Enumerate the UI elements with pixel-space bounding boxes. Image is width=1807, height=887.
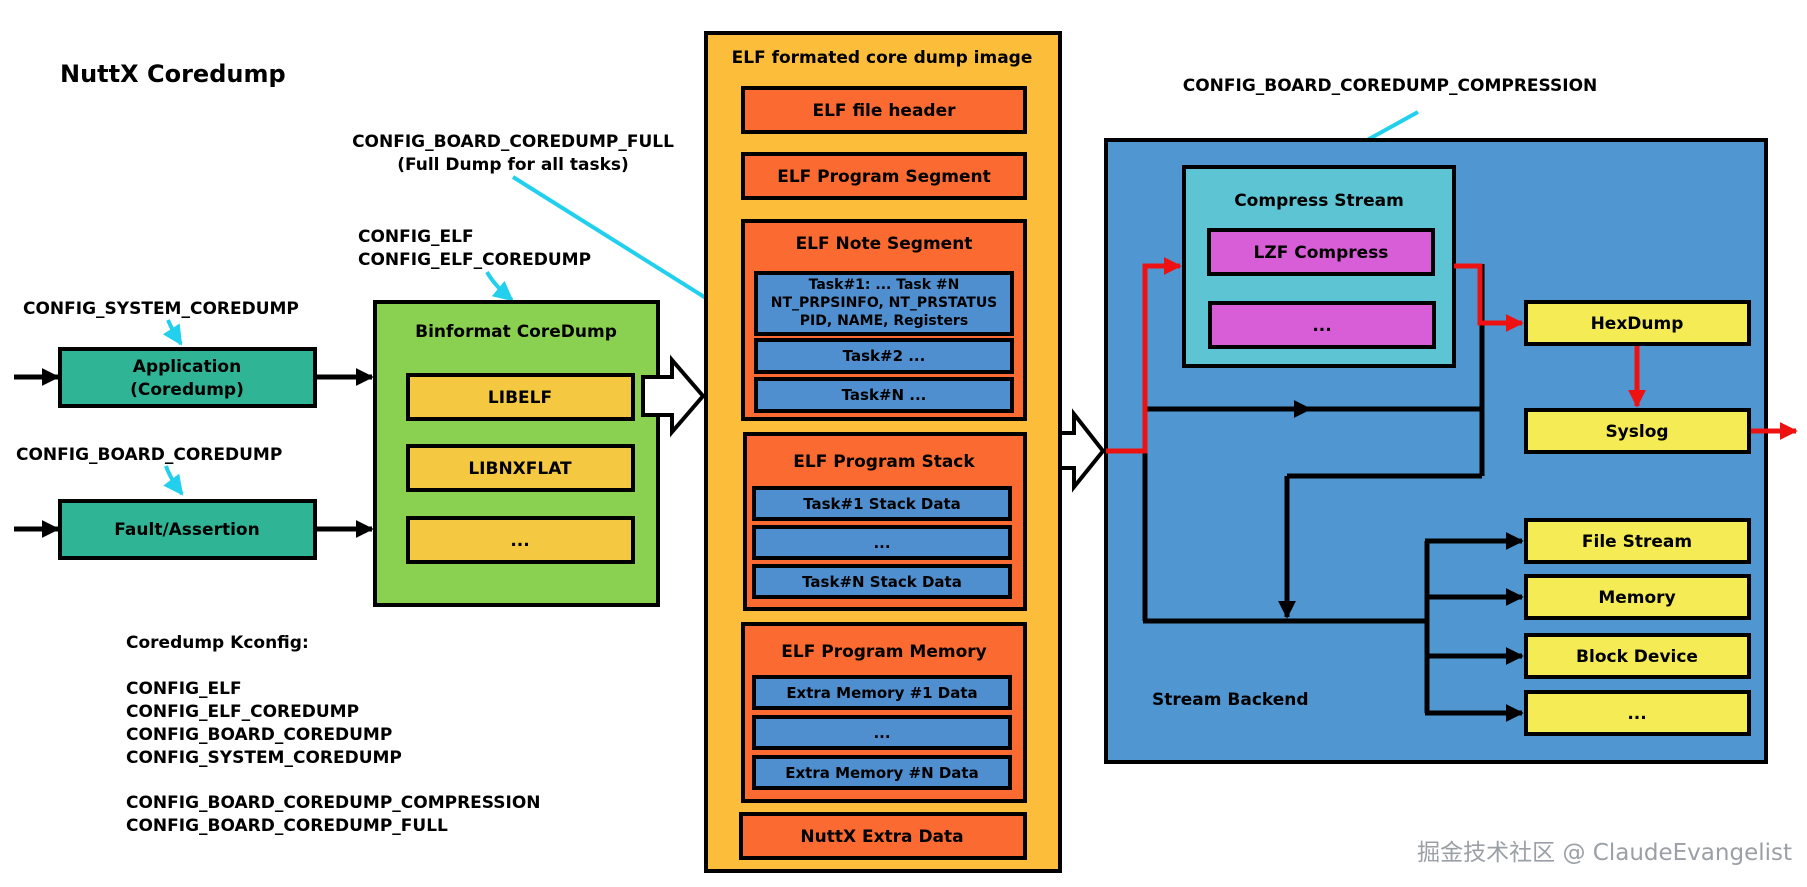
stack-item-1-label: Task#1 Stack Data — [803, 495, 961, 513]
elf-note-segment-title: ELF Note Segment — [796, 234, 973, 254]
block-device-label: Block Device — [1576, 647, 1698, 667]
compress-stream-title: Compress Stream — [1234, 191, 1404, 211]
config-coredump-full-note: (Full Dump for all tasks) — [397, 155, 629, 175]
kconfig-title: Coredump Kconfig: — [126, 633, 309, 653]
kconfig-item-2: CONFIG_ELF_COREDUMP — [126, 702, 359, 722]
fault-assertion-box: Fault/Assertion — [58, 499, 317, 560]
elf-program-segment-label: ELF Program Segment — [777, 167, 991, 187]
memory-item-3-label: Extra Memory #N Data — [785, 764, 978, 782]
file-stream-box[interactable] — [1524, 518, 1751, 564]
binformat-title: Binformat CoreDump — [415, 322, 617, 342]
elf-image-title: ELF formated core dump image — [732, 48, 1033, 68]
elf-image-box: ELF formated core dump image ELF file he… — [704, 31, 1062, 873]
elf-program-segment-box — [741, 152, 1027, 200]
elf-program-memory-title: ELF Program Memory — [781, 642, 986, 662]
note-task1-line1: Task#1: ... Task #N — [809, 277, 960, 293]
block-device-box[interactable] — [1524, 633, 1751, 679]
config-board-coredump-label: CONFIG_BOARD_COREDUMP — [16, 445, 282, 465]
input-arrows — [14, 368, 374, 538]
stack-item-3-label: Task#N Stack Data — [802, 573, 962, 591]
cyan-arrow-full — [511, 175, 743, 322]
libelf-box — [406, 373, 635, 421]
kconfig-list: Coredump Kconfig: CONFIG_ELF CONFIG_ELF_… — [126, 633, 541, 836]
memory-item-2-label: ... — [873, 724, 890, 742]
config-coredump-full-label: CONFIG_BOARD_COREDUMP_FULL — [352, 132, 674, 152]
stack-item-1-box — [752, 486, 1012, 521]
hexdump-label: HexDump — [1591, 314, 1684, 334]
syslog-label: Syslog — [1605, 422, 1668, 442]
cyan-arrow-elf — [485, 271, 514, 302]
stack-item-2-box — [752, 525, 1012, 560]
config-elf-coredump-label: CONFIG_ELF_COREDUMP — [358, 250, 591, 270]
fault-assertion-label: Fault/Assertion — [114, 520, 259, 540]
config-elf-label: CONFIG_ELF — [358, 227, 474, 247]
red-flow-lines — [1106, 257, 1798, 454]
red-arrow-to-compress — [1106, 257, 1182, 454]
cyan-arrow-board — [163, 465, 184, 496]
kconfig-item-3: CONFIG_BOARD_COREDUMP — [126, 725, 392, 745]
memory-item-1-box — [752, 675, 1012, 710]
stream-flow-lines — [1142, 264, 1524, 722]
diagram-title: NuttX Coredump — [60, 60, 286, 88]
compress-more-label: ... — [1312, 316, 1331, 336]
libnxflat-label: LIBNXFLAT — [468, 459, 572, 479]
hexdump-box — [1524, 300, 1751, 346]
kconfig-item-1: CONFIG_ELF — [126, 679, 242, 699]
lzf-compress-label: LZF Compress — [1254, 243, 1389, 263]
config-system-coredump-label: CONFIG_SYSTEM_COREDUMP — [23, 299, 299, 319]
watermark-text: 掘金技术社区 @ ClaudeEvangelist — [1417, 840, 1792, 866]
binformat-more-box — [406, 516, 635, 564]
stream-backend-box: Stream Backend Compress Stream LZF Compr… — [1104, 138, 1768, 764]
note-task2-box — [754, 338, 1014, 374]
note-taskn-label: Task#N ... — [842, 386, 927, 404]
kconfig-item-6: CONFIG_BOARD_COREDUMP_FULL — [126, 816, 448, 836]
note-task1-box — [754, 271, 1014, 336]
note-task2-label: Task#2 ... — [843, 347, 926, 365]
nuttx-extra-data-label: NuttX Extra Data — [800, 827, 963, 847]
libelf-label: LIBELF — [488, 388, 552, 408]
memory-item-1-label: Extra Memory #1 Data — [786, 684, 977, 702]
lzf-compress-box — [1207, 228, 1435, 276]
note-task1-line3: PID, NAME, Registers — [800, 313, 968, 329]
stream-backend-title: Stream Backend — [1152, 690, 1309, 710]
application-label-line1: Application — [133, 357, 241, 377]
binformat-more-label: ... — [510, 531, 529, 551]
kconfig-item-4: CONFIG_SYSTEM_COREDUMP — [126, 748, 402, 768]
syslog-box — [1524, 408, 1751, 454]
memory-label: Memory — [1598, 588, 1675, 608]
stack-item-3-box — [752, 564, 1012, 599]
cyan-arrow-system — [162, 319, 183, 346]
compress-more-box — [1208, 301, 1436, 349]
elf-file-header-box — [741, 86, 1027, 134]
nuttx-extra-data-box — [739, 812, 1027, 860]
memory-item-2-box — [752, 715, 1012, 750]
kconfig-item-5: CONFIG_BOARD_COREDUMP_COMPRESSION — [126, 793, 541, 813]
memory-item-3-box — [752, 755, 1012, 790]
libnxflat-box — [406, 444, 635, 492]
note-task1-line2: NT_PRPSINFO, NT_PRSTATUS — [771, 295, 998, 311]
elf-file-header-label: ELF file header — [812, 101, 956, 121]
hollow-arrow-binformat-to-elf — [641, 354, 706, 438]
outputs-more-label: ... — [1627, 704, 1646, 724]
file-stream-label: File Stream — [1582, 532, 1692, 552]
binformat-coredump-box: Binformat CoreDump LIBELF LIBNXFLAT ... — [373, 300, 660, 607]
elf-program-stack-title: ELF Program Stack — [793, 452, 975, 472]
red-arrow-to-hexdump — [1454, 263, 1524, 332]
stack-item-2-label: ... — [873, 534, 890, 552]
note-taskn-box — [754, 377, 1014, 413]
outputs-more-box[interactable] — [1524, 690, 1751, 736]
memory-box[interactable] — [1524, 574, 1751, 620]
application-box: Application (Coredump) — [58, 347, 317, 408]
config-coredump-compression-label: CONFIG_BOARD_COREDUMP_COMPRESSION — [1183, 76, 1598, 96]
application-label-line2: (Coredump) — [130, 380, 244, 400]
